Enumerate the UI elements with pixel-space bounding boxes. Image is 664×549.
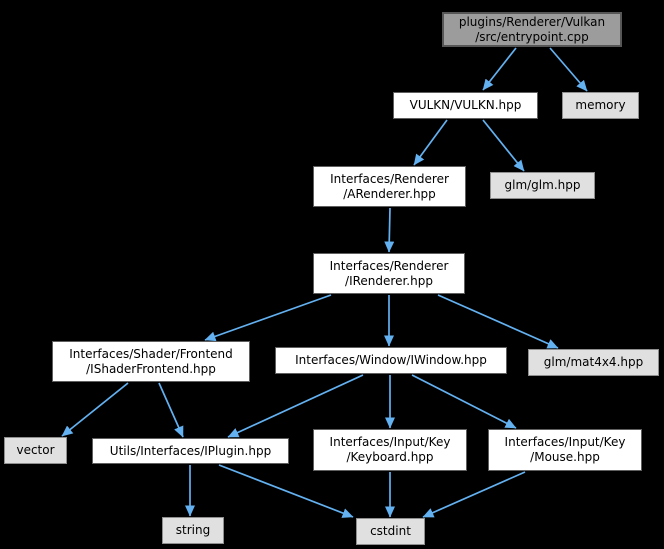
edge-arenderer-to-irenderer [384,207,395,253]
edge-ishaderfrontend-to-vector [61,382,129,437]
edge-irenderer-to-mat4x4 [437,294,559,349]
node-irenderer[interactable]: Interfaces/Renderer /IRenderer.hpp [313,253,465,294]
edge-iwindow-to-iplugin [227,374,364,438]
node-string: string [162,517,224,544]
node-ishaderfrontend[interactable]: Interfaces/Shader/Frontend /IShaderFront… [52,341,250,382]
node-cstdint: cstdint [356,518,425,545]
node-memory: memory [562,92,639,119]
edge-entrypoint-to-vulkn [482,47,517,91]
edge-vulkn-to-glm [482,119,525,172]
edge-iplugin-to-cstdint [218,464,354,518]
edge-ishaderfrontend-to-iplugin [158,382,184,438]
edge-entrypoint-to-memory [549,47,588,92]
node-entrypoint: plugins/Renderer/Vulkan /src/entrypoint.… [442,12,622,47]
node-vector: vector [4,437,67,464]
edge-vulkn-to-arenderer [413,119,448,166]
node-vulkn[interactable]: VULKN/VULKN.hpp [393,92,538,119]
edge-iwindow-to-mouse [411,374,517,429]
node-mat4x4: glm/mat4x4.hpp [528,349,659,376]
edge-mouse-to-cstdint [422,471,526,518]
node-arenderer[interactable]: Interfaces/Renderer /ARenderer.hpp [313,166,466,207]
node-keyboard[interactable]: Interfaces/Input/Key /Keyboard.hpp [313,429,467,471]
node-iwindow[interactable]: Interfaces/Window/IWindow.hpp [275,347,507,374]
node-iplugin[interactable]: Utils/Interfaces/IPlugin.hpp [92,438,289,464]
node-glm: glm/glm.hpp [490,172,595,199]
edge-irenderer-to-ishaderfrontend [204,294,332,342]
node-mouse[interactable]: Interfaces/Input/Key /Mouse.hpp [488,429,642,471]
